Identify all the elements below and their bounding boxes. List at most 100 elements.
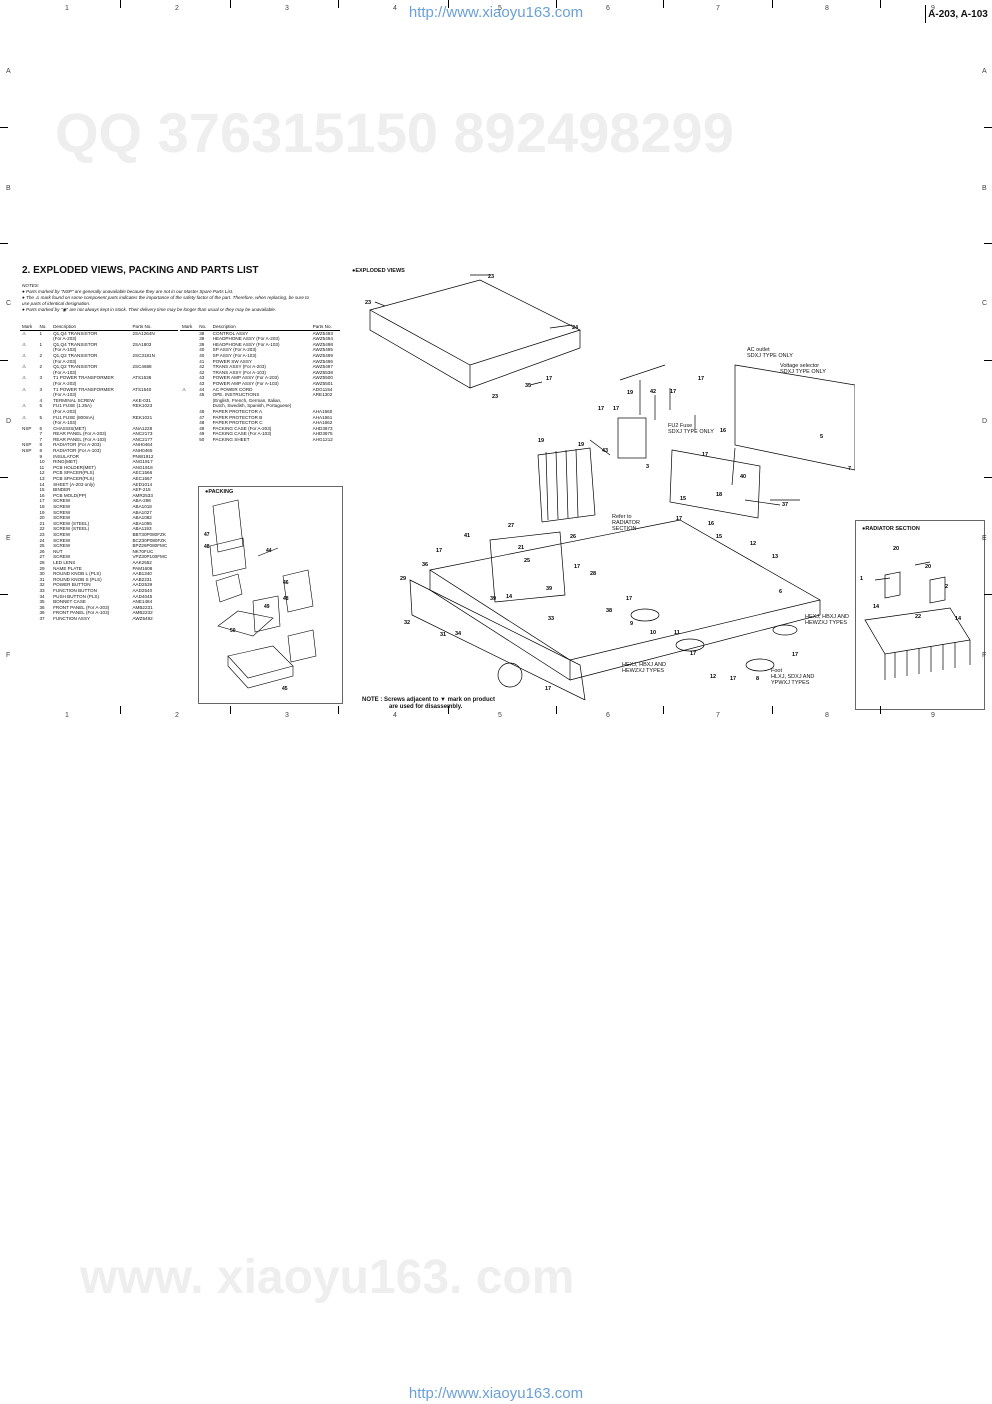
fuse-label: FU2 Fuse (668, 423, 693, 429)
cell-no: 24 (39, 537, 45, 543)
foot-type-label-6: YPWXJ TYPES (771, 680, 810, 686)
foot-type-label-1: HEXJ, HBXJ AND (805, 614, 850, 620)
grid-tick (880, 0, 881, 8)
cell-description: LED LENS (53, 559, 76, 565)
cell-description: HEADPHONE ASSY (For A-203) (212, 336, 280, 342)
grid-tick (880, 706, 881, 714)
site-url-top[interactable]: http://www.xiaoyu163.com (408, 4, 584, 21)
cell-description: POWER AMP ASSY (For A-203) (212, 375, 279, 381)
cell-no: 16 (39, 492, 45, 498)
svg-text:17: 17 (702, 452, 708, 458)
cell-description: SHEET (A-203 only) (53, 481, 95, 487)
grid-tick (772, 0, 773, 8)
cell-parts-no: ANG1918 (132, 464, 153, 470)
foot-type-label-5: HLXJ, SDXJ AND (771, 674, 815, 680)
cell-no: 42 (199, 369, 205, 375)
svg-text:20: 20 (893, 546, 899, 552)
cell-description: (For A-103) (53, 369, 77, 375)
svg-text:7: 7 (848, 466, 851, 472)
cell-no: 22 (39, 526, 45, 532)
table-row: (For A-203) (20, 381, 178, 387)
cell-parts-no: 2SC4688 (132, 364, 152, 370)
svg-text:17: 17 (626, 596, 632, 602)
cell-parts-no: AWZ5495 (312, 347, 333, 353)
grid-col-7: 7 (716, 5, 720, 12)
cell-description: OPE. INSTRUCTIONS (212, 392, 260, 398)
cell-description: INSULATOR (53, 453, 79, 459)
cell-parts-no: 2SA1264N (132, 330, 155, 336)
grid-tick (448, 706, 449, 714)
cell-no: 41 (199, 358, 205, 364)
grid-tick (663, 0, 664, 8)
cell-no: 3 (39, 386, 42, 392)
col-description: Description (51, 324, 131, 331)
svg-text:28: 28 (590, 571, 596, 577)
ac-outlet-type: SDXJ TYPE ONLY (747, 353, 793, 359)
cell-description: FRONT PANEL (For A-203) (53, 604, 110, 610)
cell-no: 5 (39, 414, 42, 420)
cell-parts-no: AHD3675 (312, 431, 333, 437)
grid-col-2: 2 (175, 5, 179, 12)
svg-text:24: 24 (572, 325, 579, 331)
cell-parts-no: AHA1662 (312, 420, 333, 426)
grid-tick (230, 0, 231, 8)
cell-parts-no: AHG1212 (312, 436, 333, 442)
cell-no: 44 (199, 386, 205, 392)
cell-parts-no: AAB1340 (132, 571, 152, 577)
note-line: ● Parts marked by "◉" are not always kep… (22, 307, 277, 312)
cell-parts-no: AWZ5496 (312, 358, 333, 364)
cell-parts-no: AAK2552 (132, 559, 152, 565)
svg-text:14: 14 (506, 594, 513, 600)
grid-col-1: 1 (65, 712, 69, 719)
cell-description: PAPER PROTECTOR B (212, 414, 263, 420)
cell-no: 36 (39, 604, 45, 610)
table-row: (For A-103) (20, 370, 178, 376)
cell-description: SCREW (53, 554, 71, 560)
cell-no: 40 (199, 347, 205, 353)
model-label: A-203, A-103 (925, 5, 990, 23)
cell-parts-no: AAD2539 (132, 582, 153, 588)
svg-text:20: 20 (925, 564, 931, 570)
site-url-bottom[interactable]: http://www.xiaoyu163.com (408, 1385, 584, 1402)
grid-tick (0, 594, 8, 595)
svg-text:3: 3 (646, 464, 649, 470)
cell-mark: ⚠ (22, 375, 27, 381)
svg-text:18: 18 (716, 492, 722, 498)
svg-text:8: 8 (756, 676, 759, 682)
cell-no: 37 (39, 615, 45, 621)
svg-text:19: 19 (578, 442, 584, 448)
cell-no: 29 (39, 565, 45, 571)
page-title: 2. EXPLODED VIEWS, PACKING AND PARTS LIS… (22, 265, 259, 276)
cell-description: NUT (53, 548, 63, 554)
svg-text:25: 25 (524, 558, 530, 564)
cell-no: 14 (39, 481, 45, 487)
cell-parts-no: BPZ26P080FMC (132, 543, 168, 549)
